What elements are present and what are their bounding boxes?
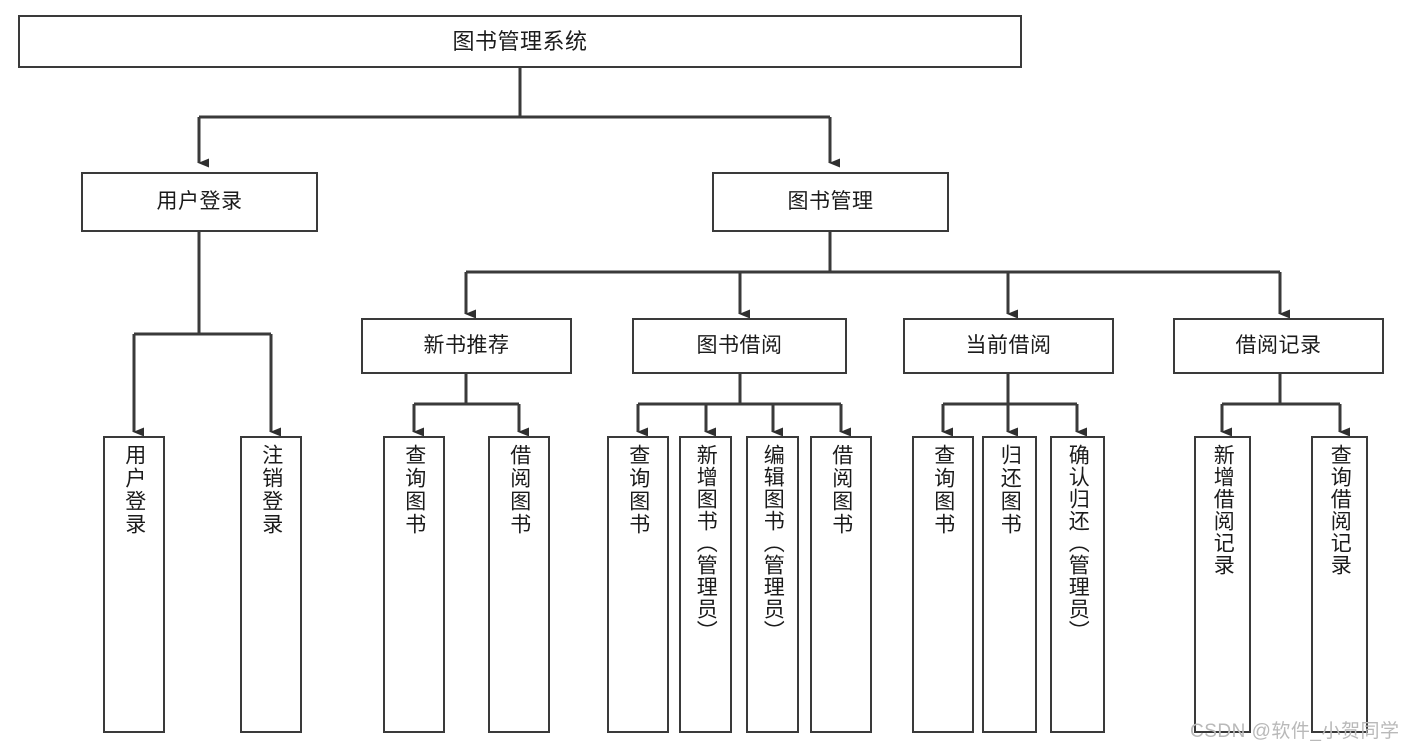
leaf-add-book-admin-label: 新增图书（管理员） (694, 444, 718, 642)
node-book-borrow-label: 图书借阅 (696, 333, 783, 357)
leaf-query-borrow-record-label: 查询借阅记录 (1328, 444, 1352, 576)
leaf-add-borrow-record-label: 新增借阅记录 (1211, 444, 1235, 576)
leaf-borrow-book-label: 借阅图书 (829, 444, 853, 536)
leaf-edit-book-admin[interactable]: 编辑图书（管理员） (746, 436, 799, 733)
leaf-user-login-label: 用户登录 (122, 444, 146, 536)
leaf-return-book-label: 归还图书 (998, 444, 1022, 536)
node-book-management[interactable]: 图书管理 (712, 172, 949, 232)
leaf-confirm-return-admin-label: 确认归还（管理员） (1066, 444, 1090, 642)
node-current-borrow-label: 当前借阅 (965, 333, 1052, 357)
leaf-query-book-borrow[interactable]: 查询图书 (607, 436, 669, 733)
leaf-query-book-current[interactable]: 查询图书 (912, 436, 974, 733)
leaf-add-borrow-record[interactable]: 新增借阅记录 (1194, 436, 1251, 733)
node-borrow-records-label: 借阅记录 (1235, 333, 1322, 357)
node-borrow-records[interactable]: 借阅记录 (1173, 318, 1384, 374)
leaf-add-book-admin[interactable]: 新增图书（管理员） (679, 436, 732, 733)
node-root[interactable]: 图书管理系统 (18, 15, 1022, 68)
node-book-management-label: 图书管理 (787, 189, 874, 213)
leaf-return-book[interactable]: 归还图书 (982, 436, 1037, 733)
node-new-book-recommend-label: 新书推荐 (423, 333, 510, 357)
csdn-watermark: CSDN @软件_小贺同学 (1190, 721, 1400, 742)
node-new-book-recommend[interactable]: 新书推荐 (361, 318, 572, 374)
leaf-user-login[interactable]: 用户登录 (103, 436, 165, 733)
node-user-login-label: 用户登录 (156, 189, 243, 213)
leaf-edit-book-admin-label: 编辑图书（管理员） (761, 444, 785, 642)
leaf-query-book-recommend-label: 查询图书 (402, 444, 426, 536)
leaf-borrow-book[interactable]: 借阅图书 (810, 436, 872, 733)
leaf-query-book-current-label: 查询图书 (931, 444, 955, 536)
node-book-borrow[interactable]: 图书借阅 (632, 318, 847, 374)
leaf-query-borrow-record[interactable]: 查询借阅记录 (1311, 436, 1368, 733)
leaf-query-book-recommend[interactable]: 查询图书 (383, 436, 445, 733)
node-user-login[interactable]: 用户登录 (81, 172, 318, 232)
node-root-label: 图书管理系统 (452, 28, 588, 54)
node-current-borrow[interactable]: 当前借阅 (903, 318, 1114, 374)
leaf-confirm-return-admin[interactable]: 确认归还（管理员） (1050, 436, 1105, 733)
leaf-logout-label: 注销登录 (259, 444, 283, 536)
leaf-logout[interactable]: 注销登录 (240, 436, 302, 733)
leaf-borrow-book-recommend[interactable]: 借阅图书 (488, 436, 550, 733)
leaf-borrow-book-recommend-label: 借阅图书 (507, 444, 531, 536)
leaf-query-book-borrow-label: 查询图书 (626, 444, 650, 536)
